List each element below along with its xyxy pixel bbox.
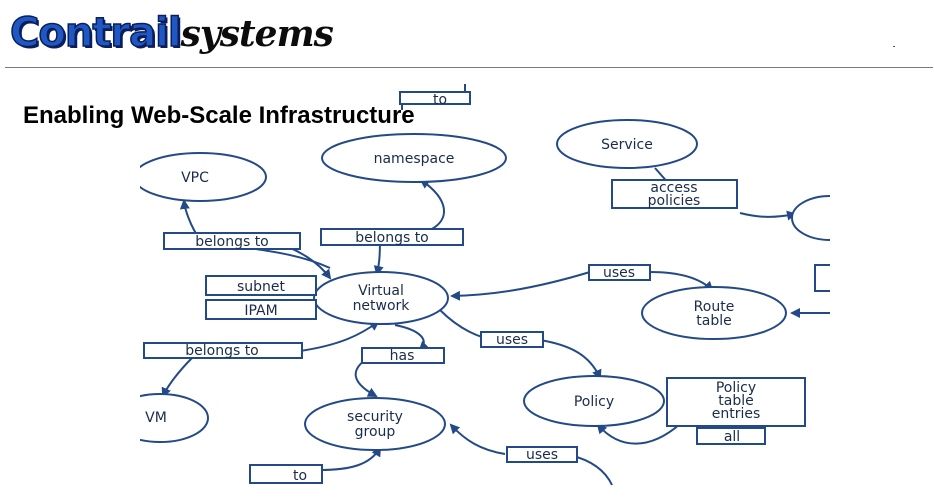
node-label-sg-line1: security: [347, 409, 403, 425]
node-label-route-line2: table: [696, 313, 731, 329]
edge-label-top-partial: to: [433, 92, 447, 108]
edge-uses-vnet: [450, 271, 591, 301]
label-box-has: [361, 347, 445, 364]
node-right-partial: [791, 195, 830, 241]
node-label-route-line1: Route: [694, 299, 735, 315]
edge-label-has: has: [390, 348, 415, 364]
edge-entries-policy: [596, 423, 681, 445]
label-box-top-partial: [399, 91, 471, 105]
label-box-all-partial: [696, 427, 766, 445]
node-service: [556, 119, 698, 169]
label-box-ipam: [205, 299, 317, 320]
node-label-vm: VM: [145, 410, 167, 426]
edge-label-subnet: subnet: [237, 279, 286, 295]
node-namespace: [321, 133, 507, 183]
node-route-table: [641, 286, 787, 340]
node-label-sg-line2: group: [355, 424, 396, 440]
header-divider: [5, 67, 933, 68]
edge-label-uses-policy: uses: [496, 332, 528, 348]
edge-bottom-to: [319, 446, 382, 471]
label-box-belongs-to-vm: [143, 342, 303, 359]
label-box-uses-sg: [506, 446, 578, 463]
edge-label-entries-line2: table: [718, 393, 753, 409]
edge-label-access-line1: access: [650, 180, 697, 196]
node-label-vpc: VPC: [181, 170, 209, 186]
header-dot: [893, 46, 895, 47]
logo-main-text: Contrail: [9, 9, 182, 57]
logo-sub-text: systems: [180, 13, 334, 55]
edge-label-belongs-to-namespace: belongs to: [355, 230, 429, 246]
node-label-vnet-line2: network: [353, 298, 411, 314]
page-title: Enabling Web-Scale Infrastructure: [23, 102, 415, 129]
edge-label-entries-line1: Policy: [716, 380, 756, 396]
edge-label-uses-sg: uses: [526, 447, 558, 463]
edge-label-access-line2: policies: [648, 193, 701, 209]
node-label-service: Service: [601, 137, 653, 153]
label-box-right-partial: [814, 264, 830, 292]
node-vpc: [140, 152, 267, 202]
edge-access-right: [739, 210, 797, 221]
edge-label-all-partial: all: [724, 429, 740, 445]
node-label-policy: Policy: [574, 394, 614, 410]
edge-label-belongs-to-vpc: belongs to: [195, 234, 269, 250]
label-box-belongs-to-namespace: [320, 228, 464, 246]
edge-belongs-vnet: [299, 320, 380, 352]
label-box-uses-policy: [480, 331, 544, 348]
label-box-bottom-partial: [249, 464, 323, 484]
label-box-uses-route: [588, 264, 651, 281]
edge-uses-sg: [449, 423, 506, 455]
node-security-group: [304, 397, 446, 451]
node-label-vnet-line1: Virtual: [358, 283, 404, 299]
edge-vnet-namespace: [419, 178, 446, 231]
node-vm: [140, 393, 209, 443]
edge-label-bottom-partial: to: [293, 468, 307, 484]
node-label-namespace: namespace: [374, 151, 455, 167]
label-box-access-policies: [611, 179, 738, 209]
label-box-subnet: [205, 275, 317, 296]
contrail-systems-logo: Contrailsystems: [9, 9, 334, 64]
edge-uses-policy: [539, 339, 602, 380]
edge-label-ipam: IPAM: [244, 303, 277, 319]
edge-label-belongs-to-vm: belongs to: [185, 343, 259, 359]
edge-label-entries-line3: entries: [712, 406, 761, 422]
label-box-policy-entries: [666, 377, 806, 427]
node-virtual-network: [313, 271, 449, 325]
label-box-belongs-to-vpc: [163, 232, 301, 250]
edge-label-uses-route: uses: [603, 265, 635, 281]
node-policy: [523, 375, 665, 427]
